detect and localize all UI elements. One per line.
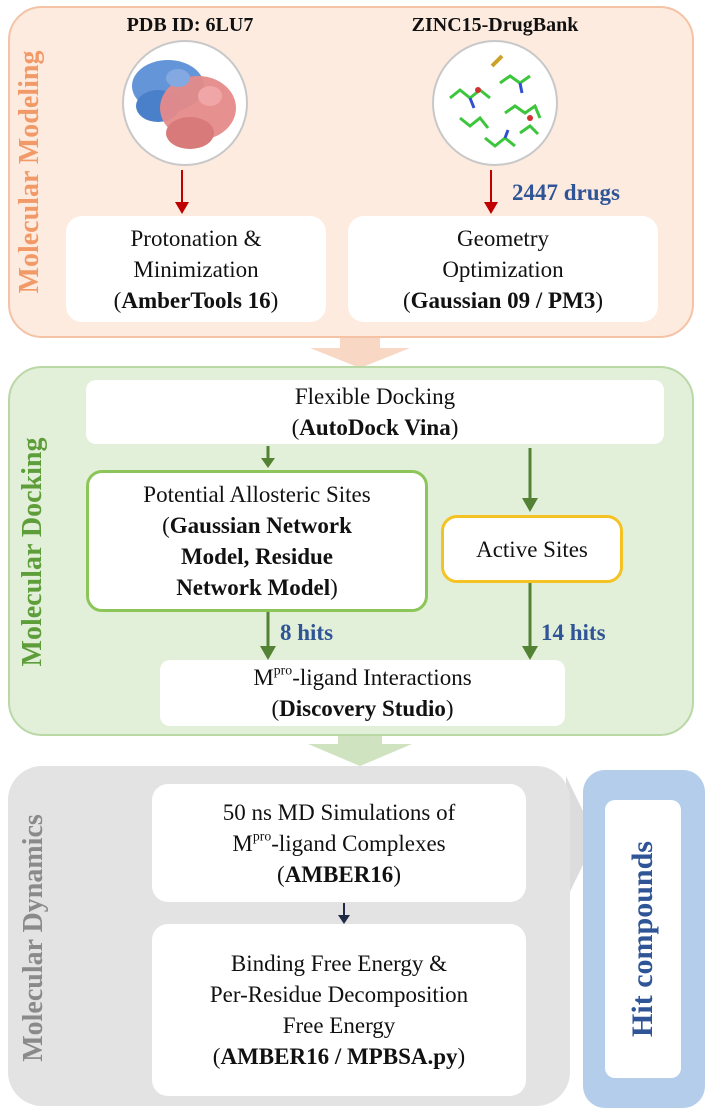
- md-prefix: M: [232, 830, 253, 856]
- protein-structure-icon: [122, 40, 248, 166]
- protein-down-arrow: [175, 170, 189, 214]
- drug-count: 2447 drugs: [512, 180, 620, 205]
- interactions-suffix: -ligand Interactions: [292, 665, 472, 690]
- geometry-line2: Optimization: [442, 256, 564, 282]
- allosteric-tool-line1: (Gaussian Network: [162, 513, 352, 538]
- binding-line1: Binding Free Energy &: [230, 951, 448, 976]
- flexible-docking-tool-name: AutoDock Vina: [299, 415, 451, 440]
- protonation-tool-name: AmberTools 16: [121, 287, 271, 313]
- pdb-id-title: PDB ID: 6LU7: [126, 14, 254, 36]
- active-sites-label: Active Sites: [476, 536, 588, 562]
- geometry-tool-name: Gaussian 09 / PM3: [410, 287, 596, 313]
- interactions-box: Mpro-ligand Interactions (Discovery Stud…: [160, 660, 565, 726]
- md-simulations-box: 50 ns MD Simulations of Mpro-ligand Comp…: [152, 784, 526, 902]
- geometry-box: Geometry Optimization (Gaussian 09 / PM3…: [348, 216, 658, 322]
- md-line1: 50 ns MD Simulations of: [222, 799, 456, 825]
- interactions-sup: pro: [273, 662, 293, 678]
- docking-to-dynamics-arrow: [308, 732, 412, 766]
- binding-energy-box: Binding Free Energy & Per-Residue Decomp…: [152, 924, 526, 1096]
- flexible-docking-box: Flexible Docking (AutoDock Vina): [86, 380, 664, 444]
- protonation-line2: Minimization: [133, 256, 259, 282]
- hit-compounds-label: Hit compounds: [626, 841, 659, 1037]
- interactions-line1: Mpro-ligand Interactions: [253, 662, 471, 693]
- allosteric-hits: 8 hits: [280, 620, 334, 645]
- active-hits: 14 hits: [541, 620, 606, 645]
- molecular-dynamics-label: Molecular Dynamics: [18, 814, 49, 1062]
- ligand-down-arrow: [484, 170, 498, 214]
- allosteric-tool-name3: Network Model: [176, 575, 331, 600]
- md-tool-name: AMBER16: [284, 861, 394, 887]
- ligand-molecules-icon: [432, 40, 558, 166]
- allosteric-tool-line3: Network Model): [176, 575, 338, 600]
- hit-compounds-inner: [605, 800, 681, 1078]
- md-tool: (AMBER16): [277, 861, 401, 887]
- zinc-drugbank-title: ZINC15-DrugBank: [411, 14, 579, 36]
- interactions-tool-name: Discovery Studio: [279, 696, 446, 721]
- allosteric-tool-name1: Gaussian Network: [169, 513, 352, 538]
- md-sup: pro: [252, 828, 272, 844]
- binding-line3: Free Energy: [282, 1013, 396, 1038]
- binding-tool: (AMBER16 / MPBSA.py): [212, 1044, 466, 1069]
- interactions-prefix: M: [253, 665, 274, 690]
- interactions-tool: (Discovery Studio): [271, 696, 454, 721]
- modeling-to-docking-arrow: [310, 336, 410, 368]
- active-sites-box: Active Sites: [441, 515, 623, 583]
- md-suffix: -ligand Complexes: [271, 830, 446, 856]
- md-to-binding-arrow: [338, 903, 350, 924]
- protonation-line1: Protonation &: [130, 225, 262, 251]
- binding-line2: Per-Residue Decomposition: [209, 982, 469, 1007]
- molecular-modeling-label: Molecular Modeling: [14, 50, 45, 294]
- geometry-line1: Geometry: [457, 225, 549, 251]
- allosteric-tool-name2: Model, Residue: [180, 544, 334, 569]
- flexible-docking-tool: (AutoDock Vina): [291, 415, 459, 440]
- allosteric-sites-box: Potential Allosteric Sites (Gaussian Net…: [86, 470, 428, 612]
- protonation-tool: (AmberTools 16): [113, 287, 279, 313]
- allosteric-tool-line2: Model, Residue: [181, 541, 333, 572]
- molecular-docking-label: Molecular Docking: [17, 437, 48, 667]
- protonation-box: Protonation & Minimization (AmberTools 1…: [66, 216, 326, 322]
- geometry-tool: (Gaussian 09 / PM3): [402, 287, 603, 313]
- allosteric-line1: Potential Allosteric Sites: [143, 482, 371, 507]
- binding-tool-name: AMBER16 / MPBSA.py: [220, 1044, 458, 1069]
- md-line2: Mpro-ligand Complexes: [232, 828, 445, 859]
- flexible-docking-line1: Flexible Docking: [294, 384, 456, 409]
